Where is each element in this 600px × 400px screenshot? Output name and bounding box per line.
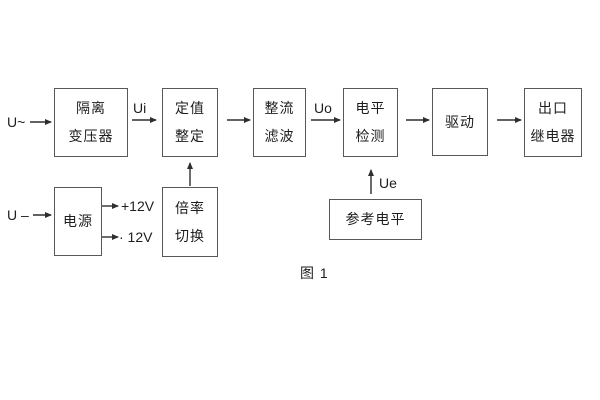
label-input-ac: U~	[7, 114, 26, 130]
block-label-line: 整定	[175, 128, 205, 144]
block-isolation-transformer: 隔离 变压器	[54, 88, 128, 157]
label-minus-12v: · 12V	[119, 229, 153, 245]
block-label-line: 定值	[175, 100, 205, 116]
block-label-line: 检测	[355, 128, 386, 144]
block-label-line: 倍率	[175, 199, 205, 216]
block-label-line: 变压器	[68, 128, 114, 144]
block-label-line: 电源	[63, 213, 93, 229]
label-ue: Ue	[379, 175, 397, 191]
block-ratio-switch: 倍率 切换	[162, 187, 218, 257]
block-output-relay: 出口 继电器	[524, 88, 582, 157]
block-label-line: 出口	[538, 100, 568, 116]
label-plus-12v: +12V	[121, 198, 155, 214]
block-label-line: 电平	[355, 100, 386, 116]
block-label-line: 参考电平	[345, 211, 406, 227]
block-rectifier-filter: 整流 滤波	[253, 88, 306, 157]
label-ui: Ui	[133, 100, 147, 116]
label-uo: Uo	[314, 100, 332, 116]
block-label-line: 驱动	[445, 113, 475, 130]
block-label-line: 整流	[264, 100, 295, 116]
block-power-supply: 电源	[54, 187, 102, 256]
label-input-dc: U –	[7, 207, 29, 223]
block-label-line: 继电器	[530, 128, 576, 144]
figure-caption: 图 1	[300, 265, 329, 281]
block-setpoint-adjust: 定值 整定	[162, 88, 218, 157]
block-level-detector: 电平 检测	[343, 88, 398, 157]
block-reference-level: 参考电平	[329, 199, 422, 240]
block-label-line: 滤波	[264, 128, 295, 144]
block-label-line: 切换	[175, 227, 205, 244]
block-label-line: 隔离	[76, 100, 106, 116]
block-driver: 驱动	[432, 88, 488, 156]
